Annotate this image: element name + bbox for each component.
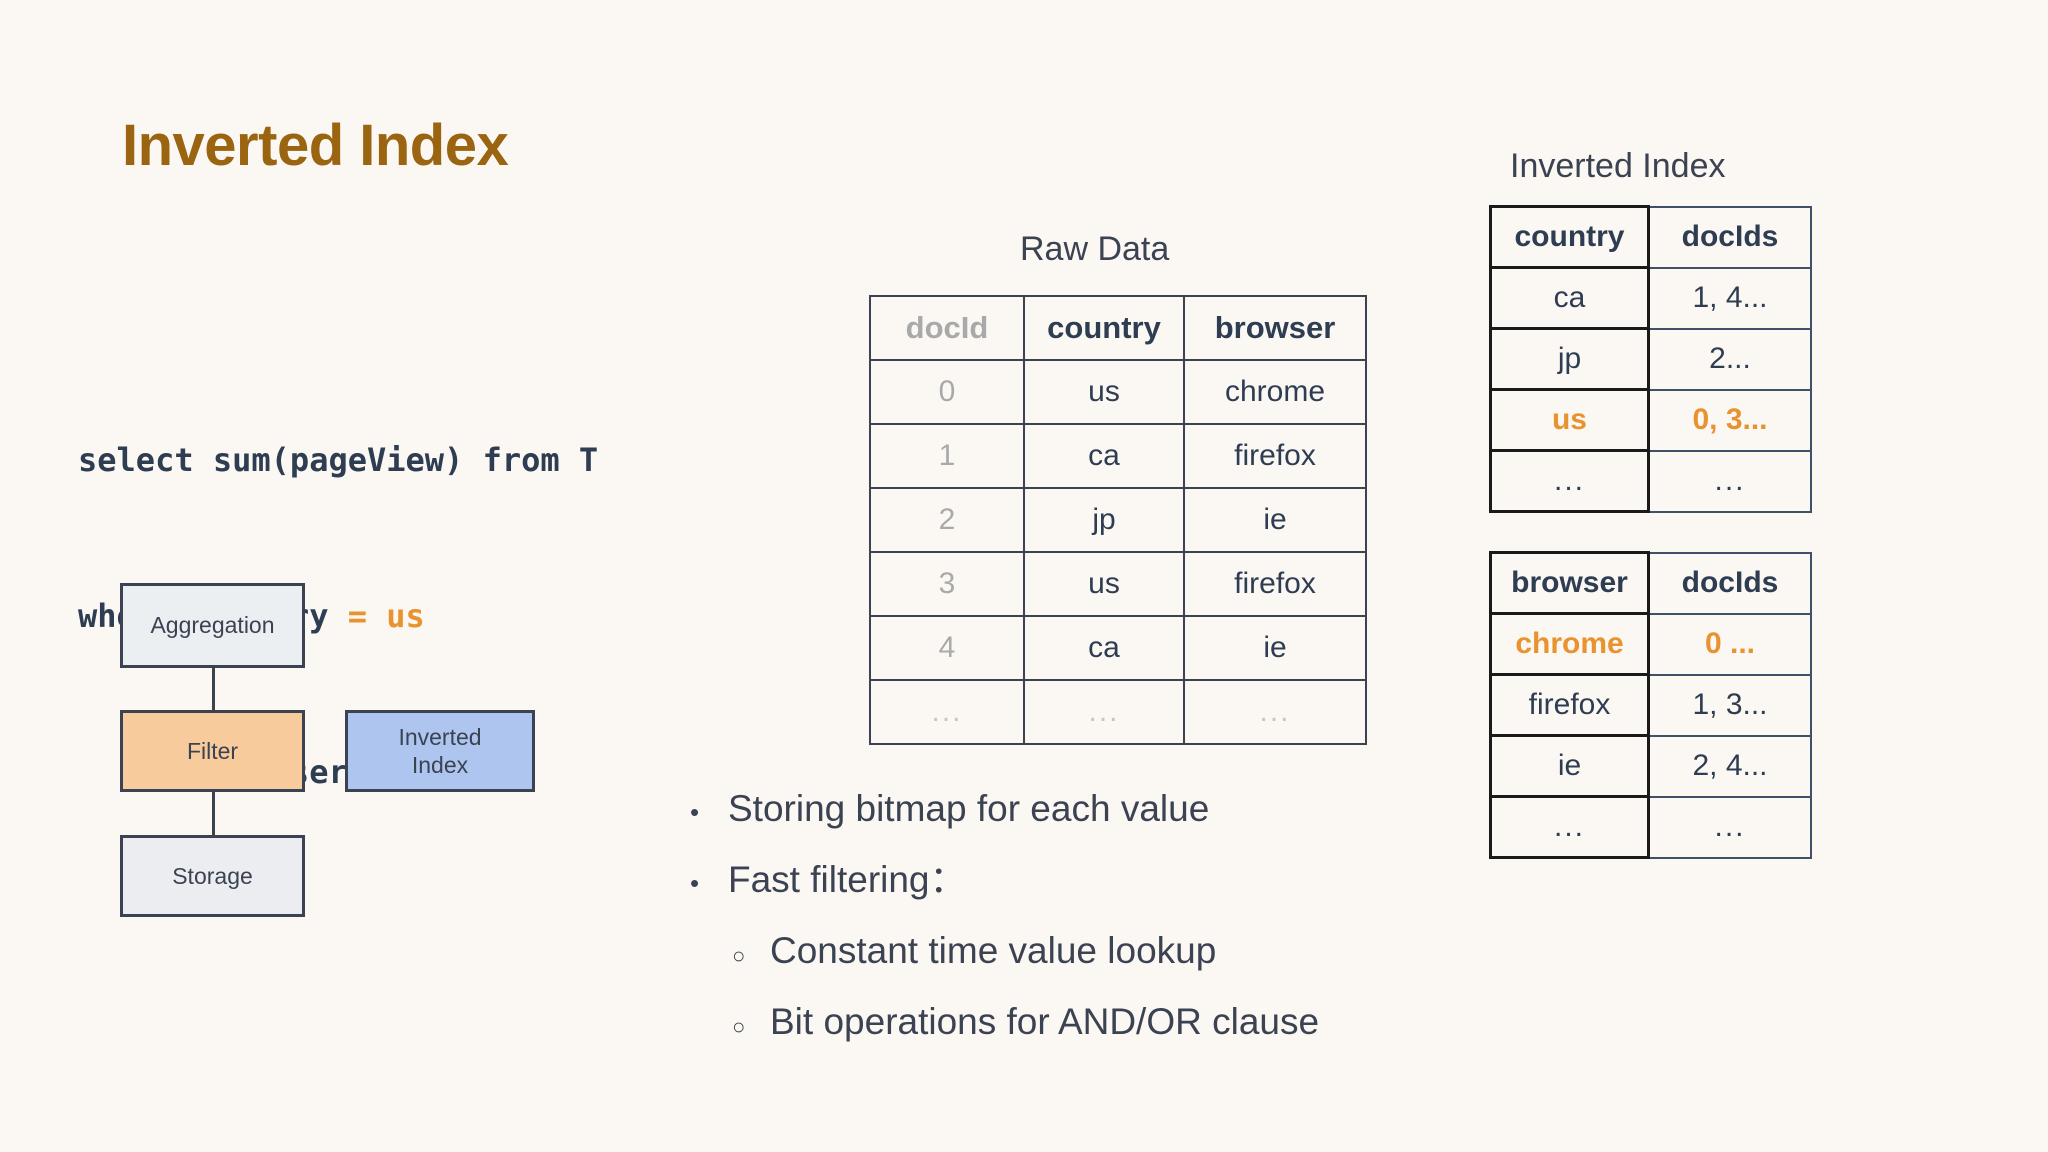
inverted-index-browser-key: ie — [1489, 734, 1650, 798]
inverted-index-country-key-highlighted: us — [1489, 388, 1650, 452]
raw-data-cell-country: ... — [1023, 679, 1185, 745]
bullet-text: Fast filtering： — [728, 859, 967, 900]
sql-line-1: select sum(pageView) from T — [78, 434, 598, 486]
list-item: • Storing bitmap for each value — [690, 790, 1319, 827]
flow-node-filter: Filter — [120, 710, 305, 792]
raw-data-cell-browser: ie — [1183, 487, 1367, 553]
bullet-text: Storing bitmap for each value — [728, 788, 1210, 829]
bullet-circle-icon: ○ — [732, 943, 746, 968]
inverted-index-country-header-row: country docIds — [1489, 205, 1812, 269]
bullet-disc-icon: • — [690, 868, 700, 898]
list-item: • Fast filtering： — [690, 861, 1319, 898]
table-row: 1 ca firefox — [869, 423, 1367, 489]
raw-data-table: docId country browser 0 us chrome 1 ca f… — [869, 295, 1367, 745]
inverted-index-browser-key: firefox — [1489, 673, 1650, 737]
raw-data-cell-docid: 0 — [869, 359, 1025, 425]
inverted-index-country-header-key: country — [1489, 205, 1650, 269]
raw-data-header-browser: browser — [1183, 295, 1367, 361]
sql-line-2-value: us — [366, 597, 425, 635]
feature-bullet-list: • Storing bitmap for each value • Fast f… — [690, 790, 1319, 1074]
table-row: ... ... — [1489, 449, 1812, 513]
inverted-index-browser-header-docids: docIds — [1647, 551, 1812, 615]
raw-data-cell-country: jp — [1023, 487, 1185, 553]
raw-data-cell-docid: 2 — [869, 487, 1025, 553]
raw-data-header-row: docId country browser — [869, 295, 1367, 361]
bullet-circle-icon: ○ — [732, 1014, 746, 1039]
bullet-text: Constant time value lookup — [770, 930, 1217, 971]
inverted-index-country-header-docids: docIds — [1647, 205, 1812, 269]
flow-node-aggregation: Aggregation — [120, 583, 305, 668]
raw-data-cell-browser: firefox — [1183, 423, 1367, 489]
list-item: ○ Bit operations for AND/OR clause — [732, 1003, 1319, 1040]
raw-data-cell-docid: 4 — [869, 615, 1025, 681]
raw-data-cell-country: ca — [1023, 423, 1185, 489]
table-row: chrome 0 ... — [1489, 612, 1812, 676]
table-row: 3 us firefox — [869, 551, 1367, 617]
raw-data-cell-browser: ... — [1183, 679, 1367, 745]
flow-connector-filter-storage — [212, 790, 215, 837]
raw-data-cell-country: us — [1023, 359, 1185, 425]
flow-connector-aggregation-filter — [212, 666, 215, 712]
inverted-index-browser-docids: 1, 3... — [1647, 673, 1812, 737]
inverted-index-country-docids: 2... — [1647, 327, 1812, 391]
raw-data-cell-browser: ie — [1183, 615, 1367, 681]
inverted-index-browser-key-highlighted: chrome — [1489, 612, 1650, 676]
table-row: firefox 1, 3... — [1489, 673, 1812, 737]
table-row: ... ... — [1489, 795, 1812, 859]
list-item: ○ Constant time value lookup — [732, 932, 1319, 969]
inverted-index-browser-table: browser docIds chrome 0 ... firefox 1, 3… — [1489, 551, 1812, 859]
raw-data-cell-country: us — [1023, 551, 1185, 617]
table-row: 2 jp ie — [869, 487, 1367, 553]
table-row: ie 2, 4... — [1489, 734, 1812, 798]
bullet-text: Bit operations for AND/OR clause — [770, 1001, 1320, 1042]
inverted-index-browser-key: ... — [1489, 795, 1650, 859]
inverted-index-browser-docids: 2, 4... — [1647, 734, 1812, 798]
table-row: ... ... ... — [869, 679, 1367, 745]
inverted-index-browser-docids-highlighted: 0 ... — [1647, 612, 1812, 676]
inverted-index-browser-header-key: browser — [1489, 551, 1650, 615]
raw-data-cell-browser: chrome — [1183, 359, 1367, 425]
inverted-index-country-key: jp — [1489, 327, 1650, 391]
inverted-index-caption: Inverted Index — [1510, 147, 1726, 185]
sql-line-1-text: select sum(pageView) from T — [78, 441, 599, 479]
raw-data-cell-docid: 3 — [869, 551, 1025, 617]
page-title: Inverted Index — [122, 113, 509, 178]
table-row: ca 1, 4... — [1489, 266, 1812, 330]
inverted-index-browser-docids: ... — [1647, 795, 1812, 859]
raw-data-cell-browser: firefox — [1183, 551, 1367, 617]
table-row: 4 ca ie — [869, 615, 1367, 681]
raw-data-header-docid: docId — [869, 295, 1025, 361]
table-row: us 0, 3... — [1489, 388, 1812, 452]
raw-data-caption: Raw Data — [1020, 230, 1170, 268]
inverted-index-country-docids: ... — [1647, 449, 1812, 513]
raw-data-cell-docid: ... — [869, 679, 1025, 745]
inverted-index-country-docids-highlighted: 0, 3... — [1647, 388, 1812, 452]
raw-data-cell-docid: 1 — [869, 423, 1025, 489]
flow-node-inverted-index-line1: Inverted — [398, 723, 482, 750]
inverted-index-country-key: ca — [1489, 266, 1650, 330]
inverted-index-browser-header-row: browser docIds — [1489, 551, 1812, 615]
bullet-disc-icon: • — [690, 797, 700, 827]
inverted-index-country-key: ... — [1489, 449, 1650, 513]
flow-node-storage: Storage — [120, 835, 305, 917]
sql-line-2-operator: = — [347, 597, 367, 635]
flow-node-inverted-index-line2: Index — [411, 752, 469, 778]
table-row: 0 us chrome — [869, 359, 1367, 425]
table-row: jp 2... — [1489, 327, 1812, 391]
raw-data-cell-country: ca — [1023, 615, 1185, 681]
inverted-index-country-docids: 1, 4... — [1647, 266, 1812, 330]
raw-data-header-country: country — [1023, 295, 1185, 361]
inverted-index-country-table: country docIds ca 1, 4... jp 2... us 0, … — [1489, 205, 1812, 513]
